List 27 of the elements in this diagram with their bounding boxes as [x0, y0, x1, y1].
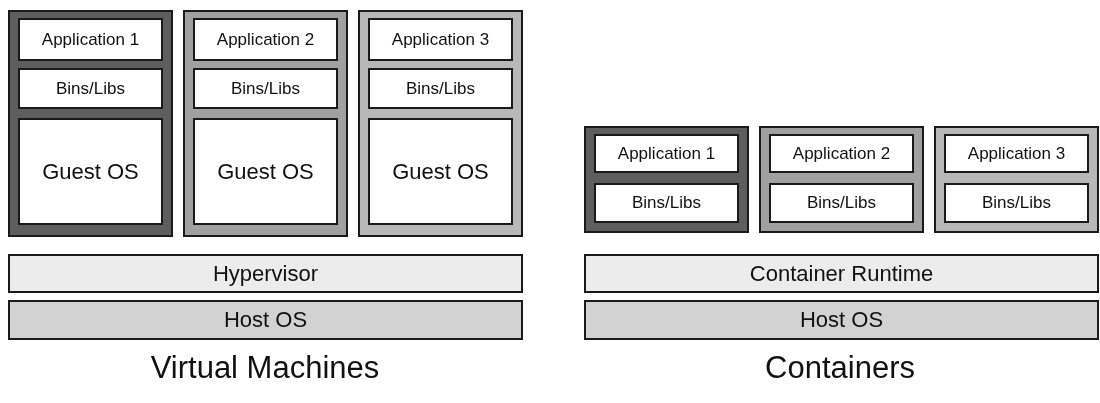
app-box: Application 3	[368, 18, 513, 61]
libs-box: Bins/Libs	[368, 68, 513, 109]
vm-frame	[183, 10, 348, 237]
libs-box: Bins/Libs	[944, 183, 1089, 223]
guest-os-box: Guest OS	[193, 118, 338, 225]
container-frame	[759, 126, 924, 233]
host-os-layer: Host OS	[8, 300, 523, 340]
libs-box: Bins/Libs	[193, 68, 338, 109]
container-frame	[934, 126, 1099, 233]
section-caption: Virtual Machines	[150, 350, 380, 386]
app-box: Application 3	[944, 134, 1089, 173]
container-frame	[584, 126, 749, 233]
app-box: Application 2	[769, 134, 914, 173]
app-box: Application 1	[18, 18, 163, 61]
guest-os-box: Guest OS	[368, 118, 513, 225]
libs-box: Bins/Libs	[18, 68, 163, 109]
guest-os-box: Guest OS	[18, 118, 163, 225]
host-os-layer: Host OS	[584, 300, 1099, 340]
app-box: Application 2	[193, 18, 338, 61]
section-caption: Containers	[765, 350, 915, 386]
runtime-layer: Container Runtime	[584, 254, 1099, 293]
vm-frame	[8, 10, 173, 237]
libs-box: Bins/Libs	[594, 183, 739, 223]
libs-box: Bins/Libs	[769, 183, 914, 223]
app-box: Application 1	[594, 134, 739, 173]
hypervisor-layer: Hypervisor	[8, 254, 523, 293]
vm-frame	[358, 10, 523, 237]
